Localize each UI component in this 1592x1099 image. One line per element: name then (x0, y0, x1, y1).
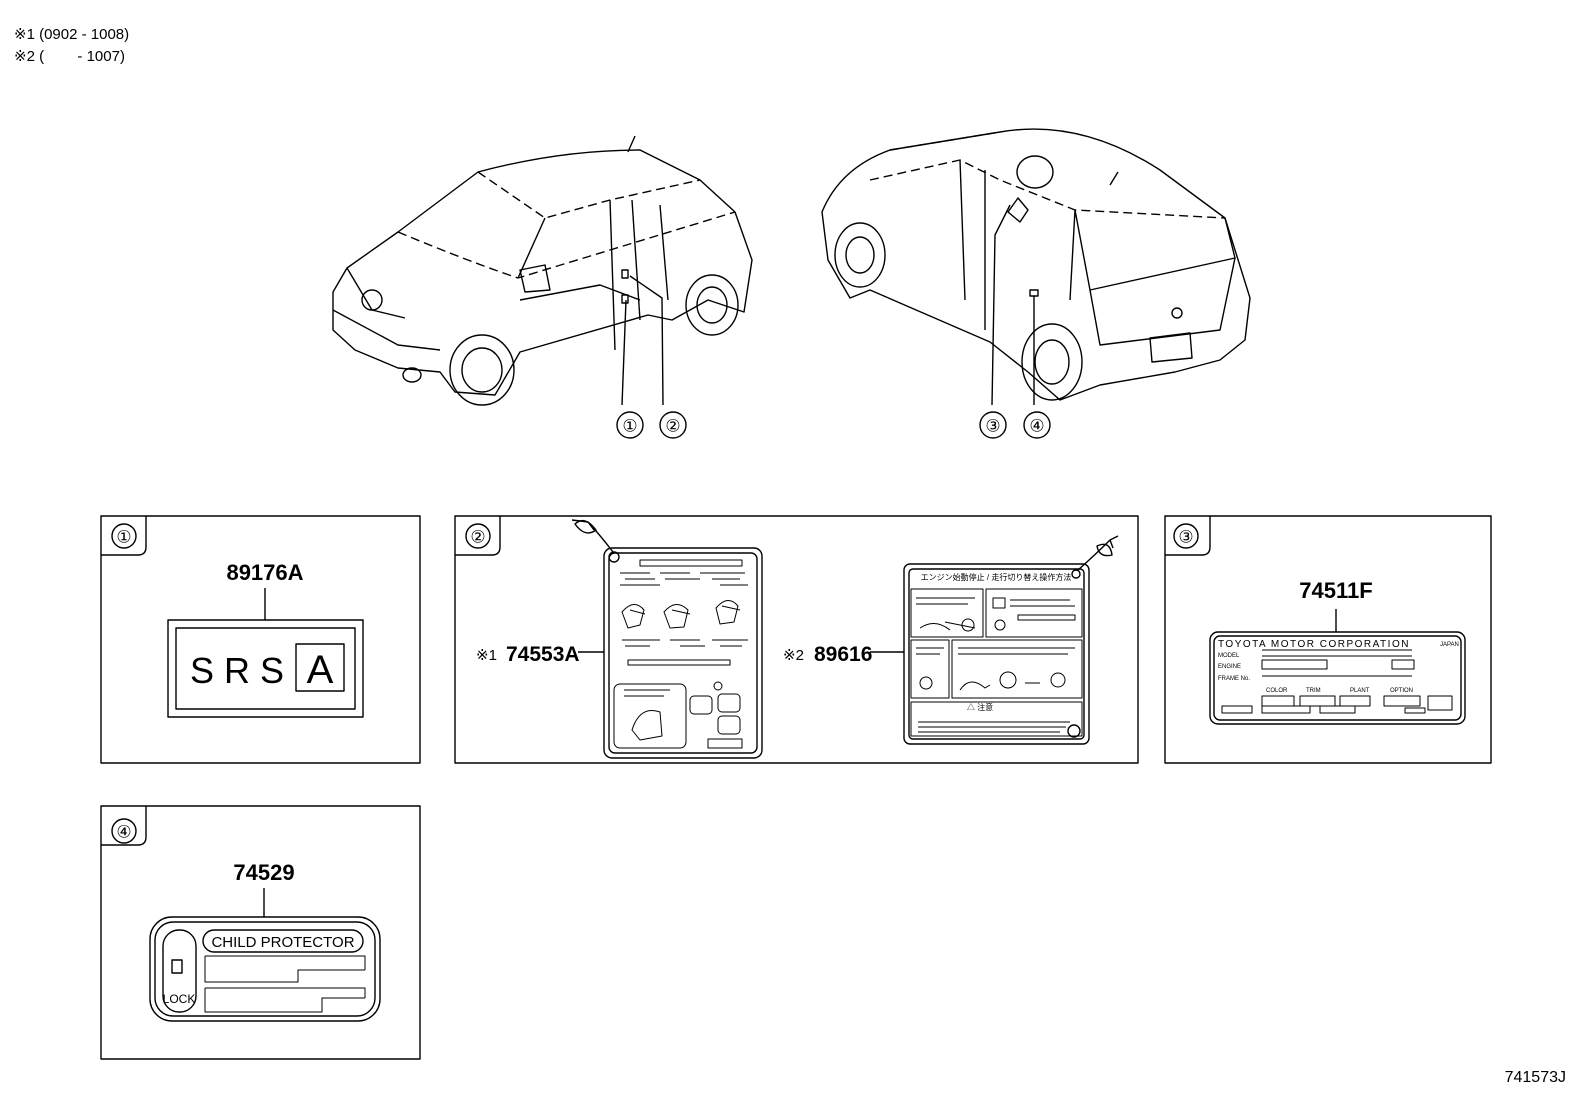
rear-car-illustration (821, 128, 1251, 401)
plate-row-frame: FRAME No. (1218, 676, 1250, 682)
plate-row-model: MODEL (1218, 653, 1240, 659)
lock-text: LOCK (163, 992, 196, 1006)
note-mark-1: ※1 (476, 647, 497, 664)
plate-col-trim: TRIM (1306, 688, 1321, 694)
callout-1: ① (622, 417, 637, 436)
plate-col-plant: PLANT (1350, 688, 1370, 694)
plate-row-engine: ENGINE (1218, 664, 1241, 670)
panel4-number: ④ (116, 823, 131, 842)
panel2-number: ② (470, 528, 485, 547)
part-number-74529: 74529 (233, 860, 294, 885)
plate-country: JAPAN (1440, 642, 1459, 648)
callout-3: ③ (985, 417, 1000, 436)
front-car-illustration (332, 135, 753, 406)
srs-letters: S R S (190, 650, 284, 691)
note-2: ※2 ( - 1007) (14, 48, 125, 65)
callout-4: ④ (1029, 417, 1044, 436)
part-number-89176A: 89176A (226, 560, 303, 585)
srs-boxed-letter: A (307, 648, 334, 692)
label-89616-warning: △ 注意 (967, 702, 993, 712)
plate-brand: TOYOTA MOTOR CORPORATION (1218, 639, 1410, 650)
child-protector-title: CHILD PROTECTOR (211, 934, 354, 951)
figure-number: 741573J (1504, 1069, 1566, 1086)
part-number-74553A: 74553A (506, 643, 580, 666)
applicability-notes: ※1 (0902 - 1008) ※2 ( - 1007) (14, 24, 129, 68)
callout-2: ② (665, 417, 680, 436)
part-number-89616: 89616 (814, 643, 872, 666)
plate-col-color: COLOR (1266, 688, 1288, 694)
note-1: ※1 (0902 - 1008) (14, 26, 130, 43)
panel1-number: ① (116, 528, 131, 547)
plate-col-option: OPTION (1390, 688, 1413, 694)
panel3-number: ③ (1178, 528, 1193, 547)
label-89616-header: エンジン始動停止 / 走行切り替え操作方法 (921, 572, 1072, 582)
note-mark-2: ※2 (783, 647, 804, 664)
part-number-74511F: 74511F (1299, 578, 1372, 603)
